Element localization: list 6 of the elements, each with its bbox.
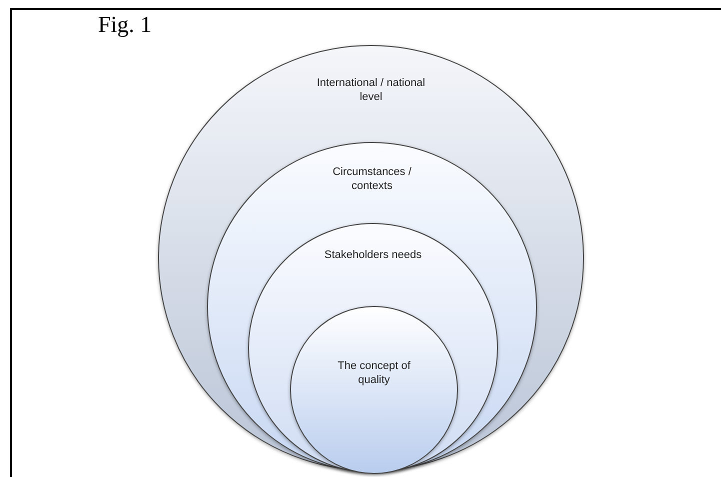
figure-title: Fig. 1 xyxy=(98,12,152,38)
circle-label: Stakeholders needs xyxy=(323,248,423,262)
circle-label: Circumstances / contexts xyxy=(332,165,412,193)
nested-circle xyxy=(290,306,458,474)
circle-label: The concept of quality xyxy=(336,359,412,387)
circle-label: International / national level xyxy=(316,76,426,104)
